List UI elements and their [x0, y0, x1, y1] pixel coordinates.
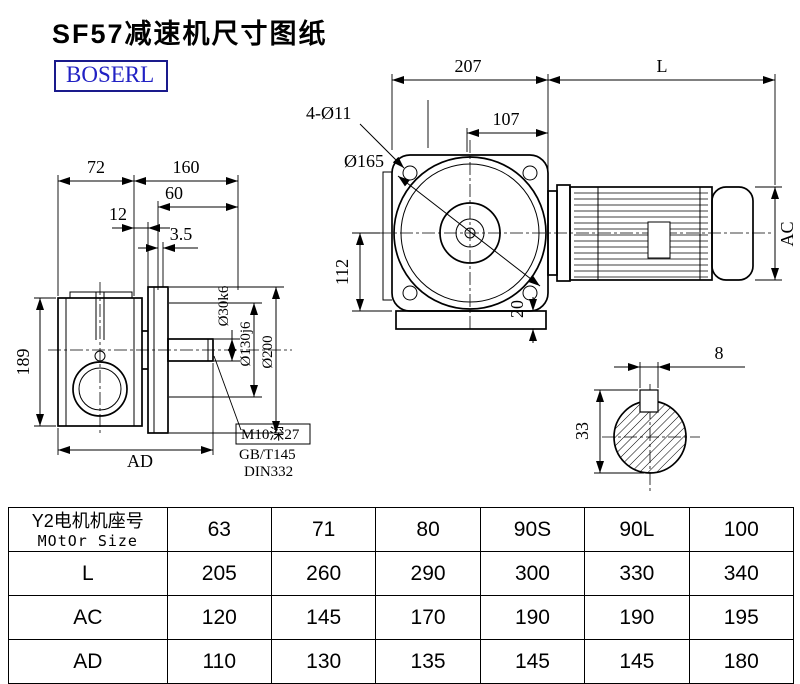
hollow-bore-outer	[72, 361, 128, 417]
table-cell: 190	[584, 595, 690, 640]
table-cell: 190	[479, 595, 586, 640]
table-row-L: L 205 260 290 300 330 340	[8, 551, 795, 596]
table-row-AD: AD 110 130 135 145 145 180	[8, 639, 795, 684]
front-view-dimensions: 207 L 107 4-Ø11 Ø165 112	[306, 56, 797, 343]
table-cell: 145	[584, 639, 690, 684]
foot-plate	[395, 310, 547, 330]
note-gb-standard: GB/T145	[239, 447, 296, 463]
dim-label-8: 8	[715, 343, 724, 363]
motor-fins	[574, 192, 708, 278]
table-cell: 120	[166, 595, 272, 640]
dim-label-160: 160	[173, 157, 200, 177]
motor-size-header-cn: Y2电机机座号	[31, 510, 144, 531]
table-cell: 195	[688, 595, 795, 640]
dim-label-60: 60	[165, 183, 183, 203]
output-flange	[142, 286, 169, 434]
table-cell: 80	[375, 507, 481, 552]
table-row-AC: AC 120 145 170 190 190 195	[8, 595, 795, 640]
dim-label-20: 20	[507, 300, 527, 318]
motor-body	[569, 186, 713, 281]
note-din-standard: DIN332	[244, 464, 293, 480]
fan-cover	[711, 186, 754, 281]
table-cell: 205	[166, 551, 272, 596]
dim-label-AD: AD	[127, 451, 153, 471]
nameplate	[647, 221, 671, 259]
table-cell: 63	[166, 507, 272, 552]
table-cell: 110	[166, 639, 272, 684]
note-tap: M10深27	[241, 426, 300, 443]
table-cell: 340	[688, 551, 795, 596]
dim-label-107: 107	[493, 109, 520, 129]
table-cell: 330	[584, 551, 690, 596]
spec-table: Y2电机机座号 MOtOr Size 63 71 80 90S 90L 100 …	[8, 507, 795, 684]
dim-label-3-5: 3.5	[170, 224, 193, 244]
table-cell: 260	[270, 551, 377, 596]
table-cell: 290	[375, 551, 481, 596]
page-title: SF57减速机尺寸图纸	[52, 19, 328, 49]
side-view: 189 72 160 60 12	[13, 157, 311, 480]
table-cell: 300	[479, 551, 586, 596]
row-label-L: L	[8, 551, 168, 596]
table-cell: 71	[270, 507, 377, 552]
table-cell: 170	[375, 595, 481, 640]
table-row-motor-size: Y2电机机座号 MOtOr Size 63 71 80 90S 90L 100	[8, 507, 795, 552]
dim-label-L: L	[657, 56, 668, 76]
table-cell: 135	[375, 639, 481, 684]
table-cell: 145	[479, 639, 586, 684]
bolt-hole	[402, 165, 418, 181]
row-label-AC: AC	[8, 595, 168, 640]
bolt-hole	[522, 165, 538, 181]
dim-label-207: 207	[455, 56, 482, 76]
dim-label-189: 189	[13, 349, 33, 376]
brand-logo: BOSERL	[54, 60, 169, 92]
table-cell: 180	[688, 639, 795, 684]
dim-label-holes: 4-Ø11	[306, 103, 351, 123]
table-cell: 145	[270, 595, 377, 640]
motor-size-header-en: MOtOr Size	[37, 531, 138, 550]
row-label-AD: AD	[8, 639, 168, 684]
side-view-dimensions: 189 72 160 60 12	[13, 157, 311, 480]
table-cell: 90S	[479, 507, 586, 552]
dim-label-dia130: Ø130j6	[238, 321, 254, 367]
plug-hole	[94, 350, 106, 362]
dim-label-AC: AC	[777, 221, 797, 246]
motor-size-header: Y2电机机座号 MOtOr Size	[8, 507, 168, 552]
technical-drawing: 189 72 160 60 12	[13, 56, 797, 492]
dim-label-33: 33	[572, 422, 592, 440]
table-cell: 130	[270, 639, 377, 684]
front-view: 207 L 107 4-Ø11 Ø165 112	[306, 56, 797, 343]
gearbox-housing	[57, 291, 143, 427]
table-cell: 90L	[584, 507, 690, 552]
dim-label-72: 72	[87, 157, 105, 177]
bolt-hole	[522, 285, 538, 301]
output-shaft	[167, 338, 214, 362]
bolt-hole	[402, 285, 418, 301]
dim-label-dia200: Ø200	[260, 335, 276, 368]
dim-label-dia30: Ø30k6	[216, 285, 232, 326]
dim-label-112: 112	[332, 259, 352, 285]
motor	[547, 184, 754, 282]
dim-label-12: 12	[109, 204, 127, 224]
dim-label-dia165: Ø165	[344, 151, 384, 171]
hollow-bore-inner	[78, 367, 122, 411]
keyway-slot	[639, 389, 659, 413]
shaft-section: 8 33	[572, 343, 745, 492]
table-cell: 100	[688, 507, 795, 552]
